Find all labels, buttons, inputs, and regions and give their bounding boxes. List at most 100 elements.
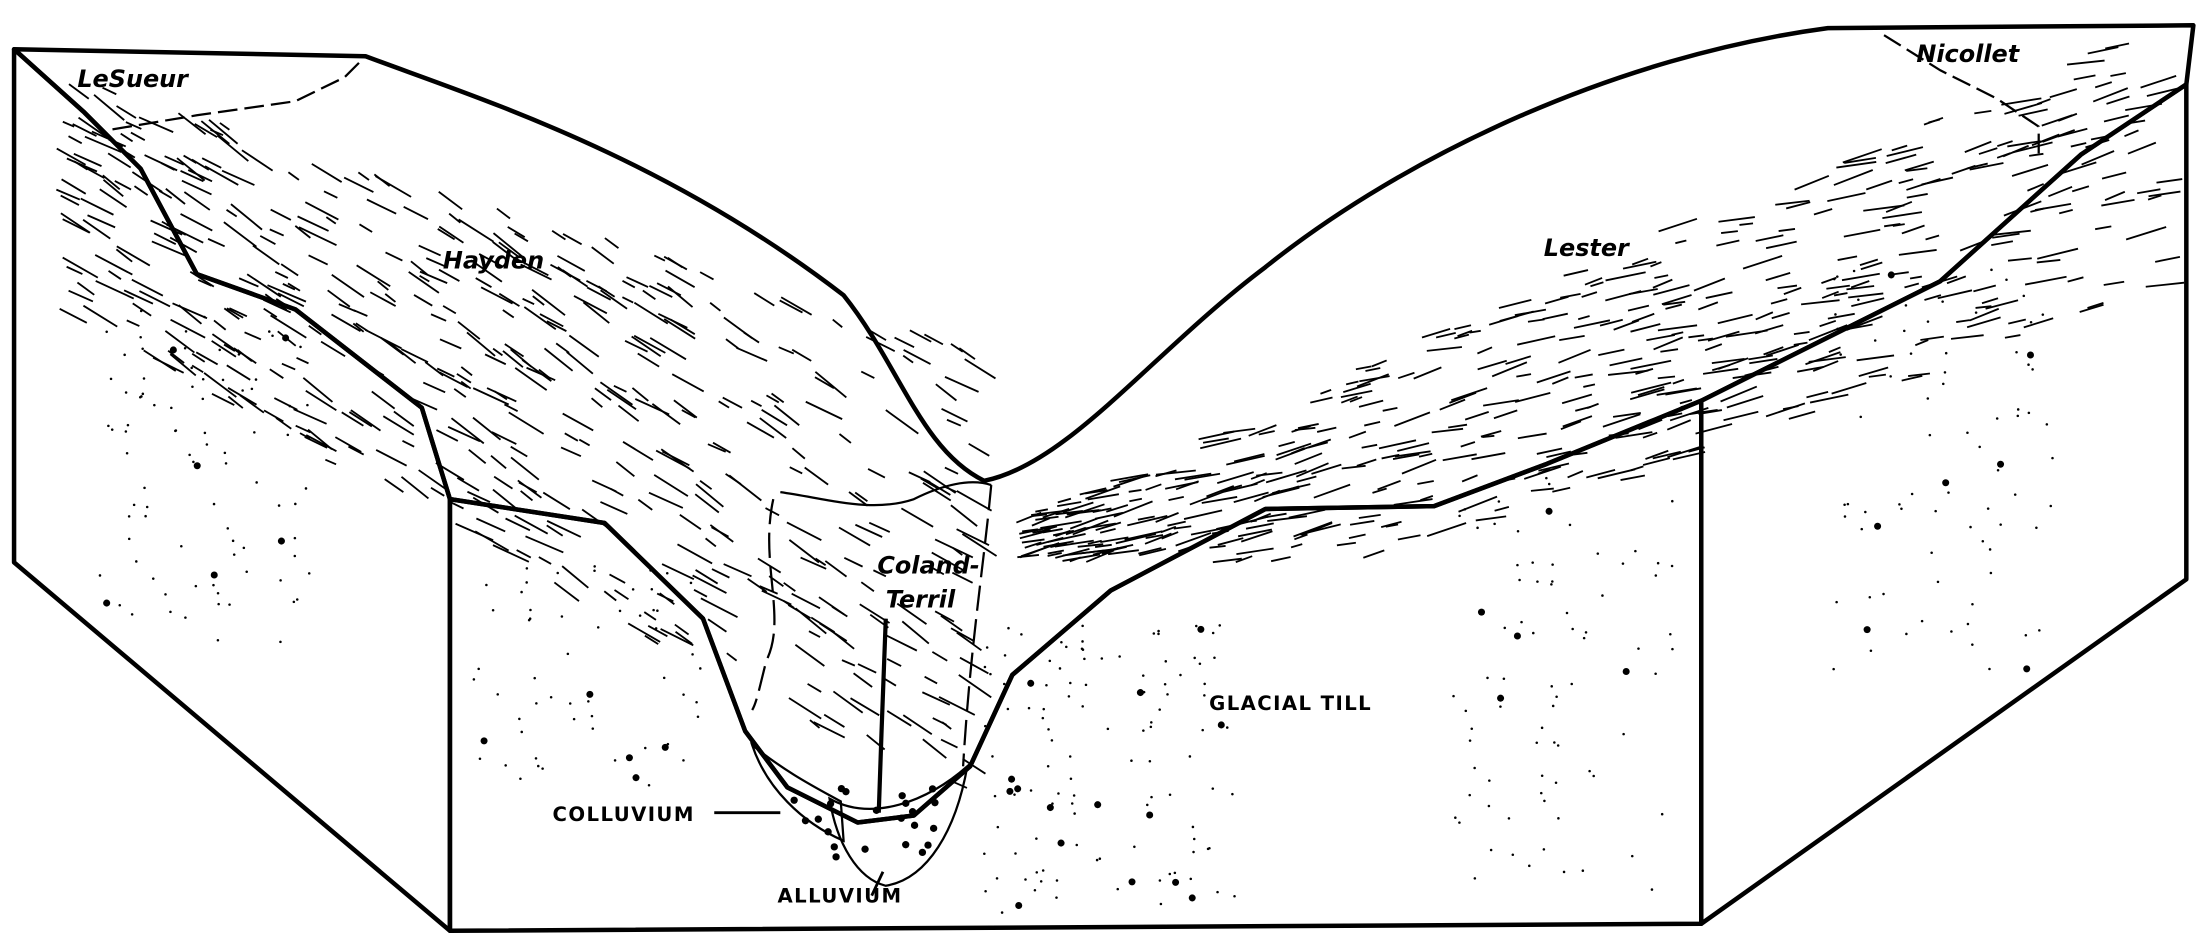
till-dot [194,584,198,588]
hatch-stroke [788,539,820,564]
hatch-stroke [1665,387,1702,396]
till-dot [212,583,215,587]
hatch-stroke [743,331,760,344]
till-dot [2051,456,2054,460]
till-dot [699,667,702,670]
till-dot [1203,682,1206,686]
hatch-stroke [1652,278,1673,289]
hatch-stroke [1349,396,1363,403]
hatch-stroke [1850,280,1870,289]
hatch-stroke [425,257,449,269]
till-dot [1006,707,1010,711]
deposit-dot [830,843,838,851]
hatch-stroke [1950,334,1984,340]
till-dot [1920,619,1924,623]
hatch-stroke [120,148,136,159]
till-dot [1671,499,1674,503]
hatch-stroke [1345,380,1359,386]
hatch-stroke [1397,534,1421,541]
hatch-stroke [1057,501,1082,507]
hatch-stroke [2036,259,2061,264]
hatch-stroke [1155,469,1177,478]
slope-hatching [56,42,2185,789]
till-dot [1048,659,1052,663]
hatch-stroke [667,285,694,308]
till-dot [1069,777,1073,780]
till-dot [1046,765,1050,768]
hatch-stroke [634,398,670,416]
till-dot [1014,785,1022,793]
hatch-stroke [1491,361,1528,378]
hatch-stroke [233,347,257,364]
till-dot [1035,871,1039,874]
till-dot [2015,351,2018,354]
till-dot [1988,548,1992,551]
till-dot [2031,368,2034,371]
hatch-stroke [2023,317,2054,329]
hatch-stroke [327,289,351,308]
hatch-stroke [561,565,589,589]
hatch-stroke [164,330,195,354]
hatch-stroke [1361,443,1378,449]
till-dot [1213,656,1216,660]
till-dot [1158,708,1161,711]
hatch-stroke [99,188,128,209]
hatch-stroke [1785,201,1811,210]
hatch-stroke [1908,372,1931,377]
till-dot [1142,690,1146,694]
till-dot [1999,523,2002,526]
hatch-stroke [1250,478,1266,487]
hatch-stroke [1426,346,1463,352]
till-dot [1909,352,1913,355]
till-dot [1518,578,1521,582]
hatch-stroke [2049,88,2078,99]
hatch-stroke [1263,512,1287,519]
till-dot [1571,627,1574,631]
till-dot [689,581,693,585]
colluvium-deposit [749,741,845,843]
hatch-stroke [1630,381,1672,394]
hatch-stroke [1605,290,1642,302]
hatch-stroke [671,373,705,393]
hatch-stroke [941,408,968,423]
hatch-stroke [1536,370,1571,384]
hatch-stroke [1599,318,1623,327]
lesueur-boundary [112,55,367,131]
hatch-stroke [823,713,845,728]
hatch-stroke [522,297,535,306]
deposit-dot [902,799,910,807]
hatch-stroke [1716,239,1740,247]
hatch-stroke [116,105,137,119]
hatch-stroke [800,556,827,570]
hatch-stroke [935,383,957,402]
hatch-stroke [1516,335,1556,346]
till-dot [535,702,538,705]
hatch-stroke [653,254,666,262]
hatch-stroke [1295,462,1329,478]
hatch-stroke [712,441,732,454]
hatch-stroke [510,445,528,458]
hatch-stroke [1946,275,1967,285]
till-dot [586,690,594,698]
hatch-stroke [1755,234,1784,242]
hatch-stroke [855,523,883,538]
hatch-stroke [1711,364,1731,372]
hatch-stroke [331,313,361,332]
front-face [447,398,1704,934]
label-coland: Coland- [877,552,979,580]
hatch-stroke [1313,483,1351,499]
hatch-stroke [832,690,864,714]
till-dot [1473,766,1476,770]
hatch-stroke [2073,74,2096,81]
hatch-stroke [1831,382,1867,395]
hatch-stroke [1106,504,1129,513]
hatch-stroke [1062,553,1101,562]
hatch-stroke [107,152,132,169]
hatch-stroke [1763,346,1784,356]
hatch-stroke [867,468,886,479]
till-dot [1944,351,1948,355]
hatch-stroke [562,233,583,246]
till-dot [1217,721,1225,729]
till-dot [1833,277,1836,281]
